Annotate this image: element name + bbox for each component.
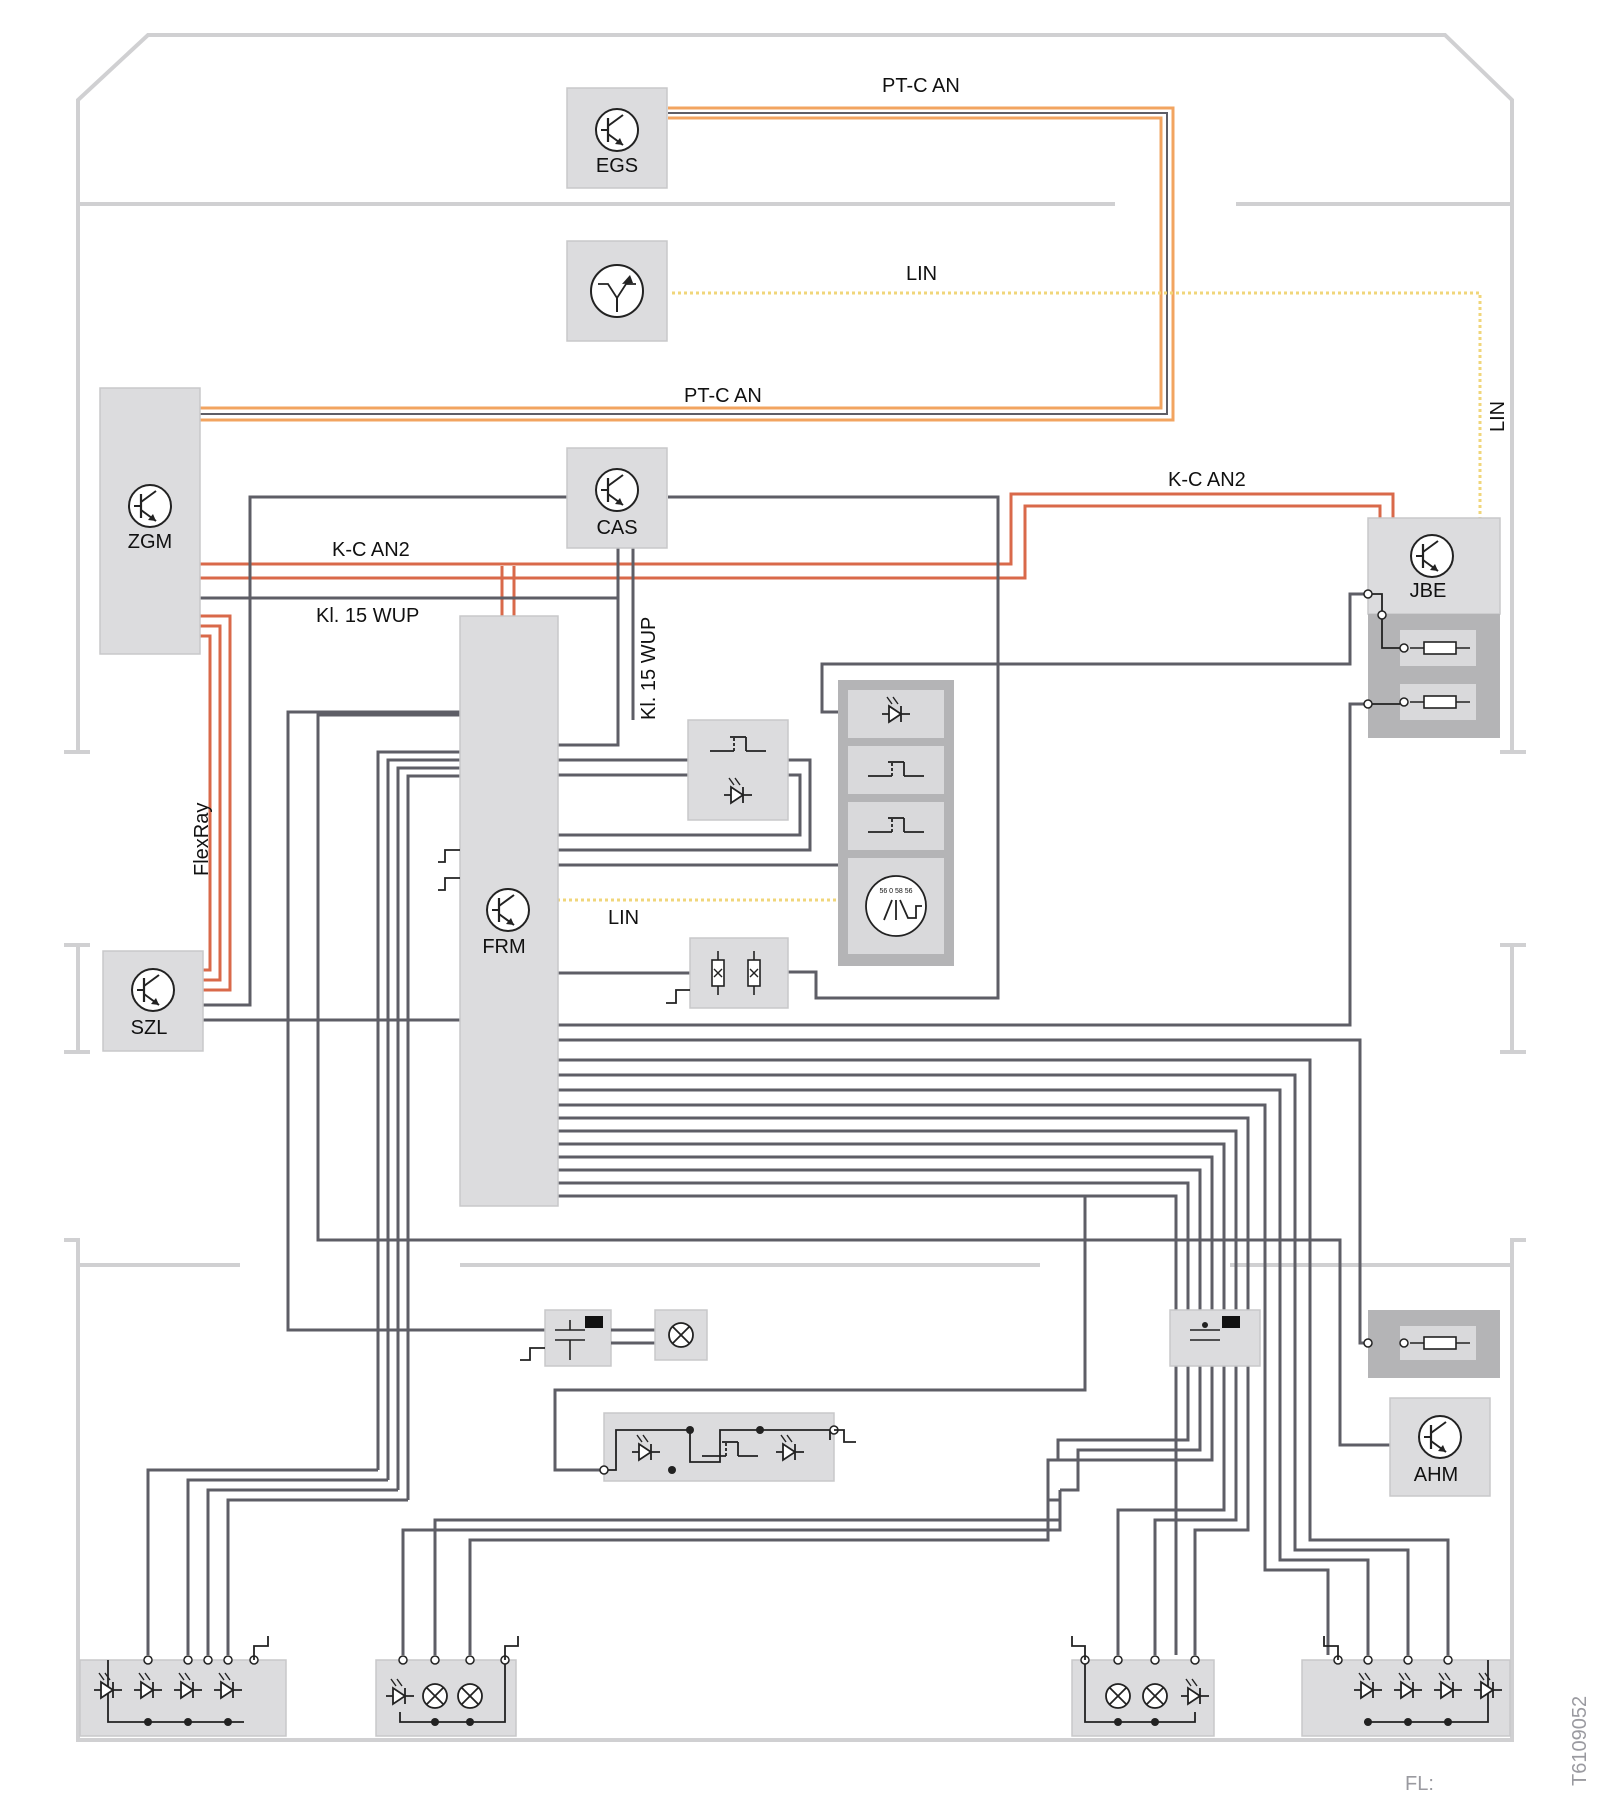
szl-module[interactable]: SZL: [102, 950, 204, 1052]
selector-sensor-module[interactable]: [566, 240, 668, 342]
bulb-module-left[interactable]: [654, 1309, 708, 1361]
flexray-label: FlexRay: [191, 803, 213, 876]
frm-ground-icon: [438, 849, 460, 891]
trailer-fuse-box: [1363, 1310, 1500, 1378]
lin-label-right: LIN: [1487, 401, 1509, 432]
zgm-label: ZGM: [128, 531, 172, 553]
frm-label: FRM: [482, 936, 525, 958]
k-can2-bus: [200, 492, 1395, 616]
frm-module[interactable]: FRM: [438, 615, 559, 1207]
fl-label: FL:: [1405, 1773, 1434, 1795]
jbe-fuse-box: [1363, 589, 1500, 738]
flexray-bus: [200, 614, 232, 992]
rear-light-cluster-2[interactable]: [375, 1636, 519, 1737]
pt-can-label-mid: PT-C AN: [684, 385, 762, 407]
kl15-wup-label: Kl. 15 WUP: [316, 605, 419, 627]
jbe-module[interactable]: JBE: [1367, 517, 1501, 615]
light-switch-module[interactable]: 56 0 58 56: [838, 680, 954, 966]
k-can2-label-left: K-C AN2: [332, 539, 410, 561]
jbe-label: JBE: [1410, 580, 1447, 602]
zgm-module[interactable]: ZGM: [99, 387, 201, 655]
capacitor-relay-right[interactable]: [1169, 1309, 1261, 1367]
rear-light-cluster-1[interactable]: [79, 1636, 287, 1737]
k-can2-label-right: K-C AN2: [1168, 469, 1246, 491]
ahm-label: AHM: [1414, 1464, 1458, 1486]
relay-module[interactable]: [666, 937, 789, 1009]
egs-label: EGS: [596, 155, 638, 177]
szl-label: SZL: [131, 1017, 168, 1039]
ahm-module[interactable]: AHM: [1389, 1397, 1491, 1497]
rear-light-cluster-4[interactable]: [1301, 1636, 1511, 1737]
switch-tiny-label: 56 0 58 56: [879, 888, 912, 895]
vehicle-outline: [64, 33, 1526, 1742]
lamp-icon: [668, 1322, 694, 1348]
lin-bus-top: [672, 291, 1482, 518]
figure-id: T6109052: [1569, 1696, 1591, 1786]
pt-can-bus: [200, 106, 1175, 422]
cas-module[interactable]: CAS: [566, 447, 668, 549]
pt-can-label-top: PT-C AN: [882, 75, 960, 97]
cas-label: CAS: [596, 517, 637, 539]
led-switch-module[interactable]: [599, 1412, 856, 1482]
switch-led-module[interactable]: [687, 719, 789, 821]
lin-label-top: LIN: [906, 263, 937, 285]
rear-light-cluster-3[interactable]: [1071, 1636, 1215, 1737]
grey-wiring: [146, 495, 1450, 1655]
egs-module[interactable]: EGS: [566, 87, 668, 189]
lin-label-frm: LIN: [608, 907, 639, 929]
kl15-wup-vertical-label: Kl. 15 WUP: [638, 617, 660, 720]
capacitor-relay-left[interactable]: [520, 1309, 655, 1367]
